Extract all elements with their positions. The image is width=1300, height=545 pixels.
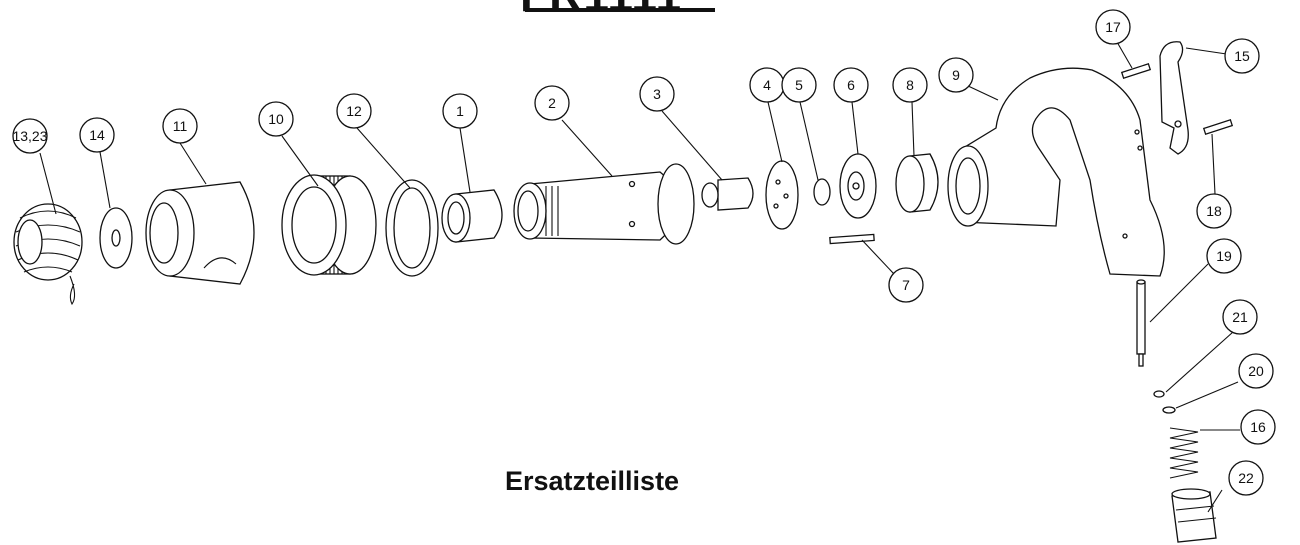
- part-8-cylinder: [895, 153, 939, 213]
- callout-17: 17: [1095, 9, 1131, 45]
- callout-20: 20: [1238, 353, 1274, 389]
- callout-label: 14: [89, 127, 105, 143]
- callout-16: 16: [1240, 409, 1276, 445]
- callout-15: 15: [1224, 38, 1260, 74]
- callout-label: 21: [1232, 309, 1248, 325]
- callout-22: 22: [1228, 460, 1264, 496]
- callout-12: 12: [336, 93, 372, 129]
- part-22-fitting: [1171, 488, 1217, 543]
- callout-9: 9: [938, 57, 974, 93]
- part-3-piston: [701, 177, 754, 211]
- callout-8: 8: [892, 67, 928, 103]
- part-14-washer: [99, 207, 133, 269]
- callout-label: 15: [1234, 48, 1250, 64]
- callout-2: 2: [534, 85, 570, 121]
- callout-label: 13,23: [12, 128, 47, 144]
- callout-11: 11: [162, 108, 198, 144]
- callout-label: 2: [548, 95, 556, 111]
- part-7-pin: [829, 233, 875, 245]
- callout-label: 6: [847, 77, 855, 93]
- leader-lines: [39, 41, 1241, 513]
- callout-label: 17: [1105, 19, 1121, 35]
- callout-14: 14: [79, 117, 115, 153]
- part-17-pin: [1120, 63, 1152, 79]
- callout-label: 9: [952, 67, 960, 83]
- callout-18: 18: [1196, 193, 1232, 229]
- callout-label: 7: [902, 277, 910, 293]
- callout-label: 19: [1216, 248, 1232, 264]
- title-underline: [525, 8, 715, 12]
- callout-label: 5: [795, 77, 803, 93]
- part-2-barrel: [513, 163, 695, 245]
- parts-list-heading: Ersatzteilliste: [505, 466, 680, 496]
- callout-5: 5: [781, 67, 817, 103]
- part-13-23-spring: [13, 203, 83, 306]
- part-6-valve-plate: [839, 153, 877, 219]
- callout-1: 1: [442, 93, 478, 129]
- callout-21: 21: [1222, 299, 1258, 335]
- part-9-handle: [947, 67, 1165, 277]
- callout-3: 3: [639, 76, 675, 112]
- callout-10: 10: [258, 101, 294, 137]
- part-5-small-disc: [813, 178, 831, 206]
- part-19-valve-stem: [1136, 279, 1146, 367]
- part-21-oring: [1153, 390, 1165, 398]
- callout-7: 7: [888, 267, 924, 303]
- part-1-sleeve: [441, 189, 503, 243]
- part-18-pin: [1202, 119, 1234, 135]
- callout-label: 22: [1238, 470, 1254, 486]
- callout-label: 10: [268, 111, 284, 127]
- callout-label: 18: [1206, 203, 1222, 219]
- part-15-trigger: [1159, 41, 1189, 155]
- part-10-knurled-nut: [281, 174, 377, 276]
- callout-label: 8: [906, 77, 914, 93]
- part-16-spring: [1169, 427, 1199, 479]
- callout-label: 11: [173, 118, 188, 134]
- part-20-washer: [1162, 406, 1176, 414]
- callout-label: 20: [1248, 363, 1264, 379]
- part-4-disc: [765, 160, 799, 230]
- callout-label: 4: [763, 77, 771, 93]
- callout-13-23: 13,23: [12, 118, 48, 154]
- callout-6: 6: [833, 67, 869, 103]
- callout-label: 1: [456, 103, 464, 119]
- part-12-ring: [385, 179, 439, 277]
- callout-label: 16: [1250, 419, 1266, 435]
- callout-label: 12: [346, 103, 362, 119]
- callout-4: 4: [749, 67, 785, 103]
- callout-19: 19: [1206, 238, 1242, 274]
- part-11-housing: [145, 181, 255, 285]
- callout-label: 3: [653, 86, 661, 102]
